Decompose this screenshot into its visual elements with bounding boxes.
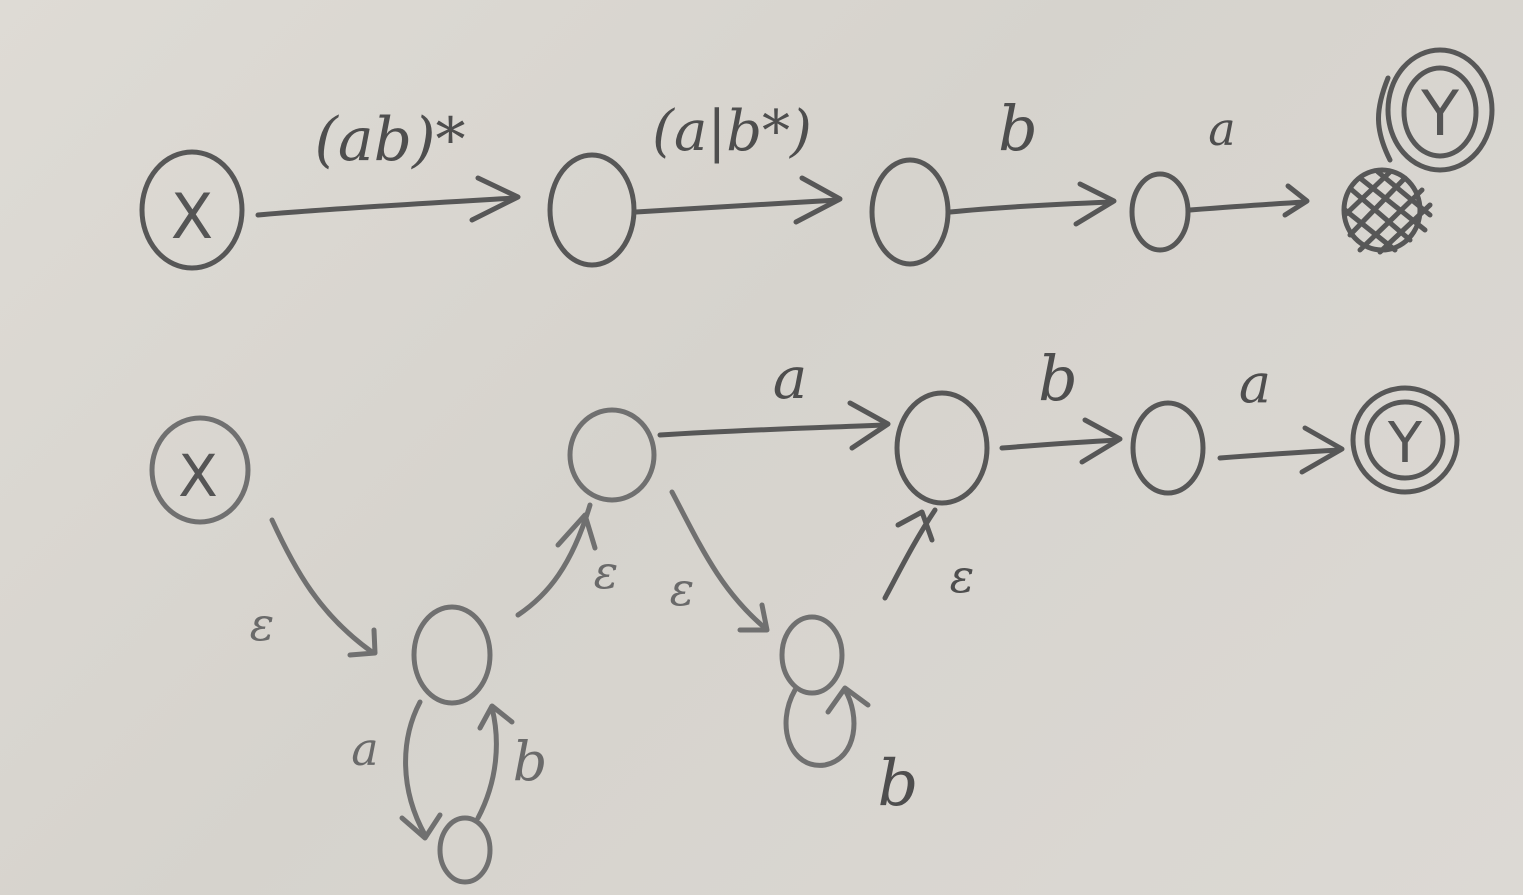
top-edge-4: a	[1187, 102, 1310, 218]
bottom-edge-bloop-self-label: b	[878, 747, 919, 821]
bottom-edge-loop-down: a	[351, 699, 443, 841]
bottom-mid-state	[894, 390, 990, 506]
bottom-edge-loop-to-branch: ε	[515, 502, 619, 618]
bottom-edge-next-to-final-label: a	[1239, 352, 1271, 415]
bottom-edge-mid-to-next: b	[999, 342, 1123, 465]
top-start-state: X	[139, 149, 245, 271]
bottom-edge-mid-to-next-label: b	[1038, 342, 1078, 415]
bottom-bloop-self-loop	[783, 687, 857, 768]
bottom-edge-loop-down-label: a	[351, 722, 378, 776]
top-edge-4-label: a	[1208, 102, 1235, 156]
bottom-edge-x-to-loop-label: ε	[250, 597, 275, 651]
bottom-edge-branch-to-bloop: ε	[669, 489, 770, 633]
top-final-state: Y	[1376, 47, 1495, 173]
bottom-loop-state	[411, 604, 493, 706]
top-edge-1-label: (ab)*	[315, 105, 466, 175]
top-state-3	[869, 157, 951, 267]
bottom-edge-branch-to-mid: a	[657, 344, 891, 451]
top-crossed-out-state	[1341, 167, 1433, 255]
bottom-edge-x-to-loop: ε	[250, 517, 378, 658]
bottom-start-state: X	[149, 415, 251, 525]
top-edge-3: b	[947, 92, 1117, 227]
bottom-edge-mid-self-label: ε	[950, 549, 975, 603]
bottom-edge-mid-self: ε	[882, 507, 975, 603]
top-start-state-label: X	[171, 180, 213, 253]
bottom-lower-state	[437, 815, 493, 885]
bottom-next-state	[1130, 400, 1206, 496]
bottom-start-state-label: X	[178, 442, 218, 510]
top-state-4	[1129, 171, 1191, 253]
bottom-bloop-state: b	[779, 614, 919, 821]
bottom-final-state: Y	[1350, 385, 1460, 495]
top-diagram: X (ab)* (a|b*) b a	[139, 47, 1495, 271]
bottom-edge-loop-up-label: b	[513, 730, 548, 793]
top-edge-3-label: b	[998, 92, 1038, 165]
bottom-edge-loop-to-branch-label: ε	[594, 545, 619, 599]
top-edge-2: (a|b*)	[633, 99, 843, 225]
bottom-diagram: X ε a b ε	[149, 342, 1460, 885]
bottom-edge-branch-to-bloop-label: ε	[670, 562, 695, 616]
top-final-state-label: Y	[1420, 77, 1459, 150]
bottom-branch-state	[567, 407, 657, 503]
top-state-2	[547, 152, 637, 268]
top-edge-1: (ab)*	[255, 105, 521, 223]
bottom-edge-branch-to-mid-label: a	[773, 344, 808, 412]
top-edge-2-label: (a|b*)	[652, 99, 812, 164]
bottom-edge-next-to-final: a	[1217, 352, 1345, 475]
bottom-edge-loop-up: b	[475, 703, 548, 821]
bottom-final-state-label: Y	[1387, 411, 1423, 476]
